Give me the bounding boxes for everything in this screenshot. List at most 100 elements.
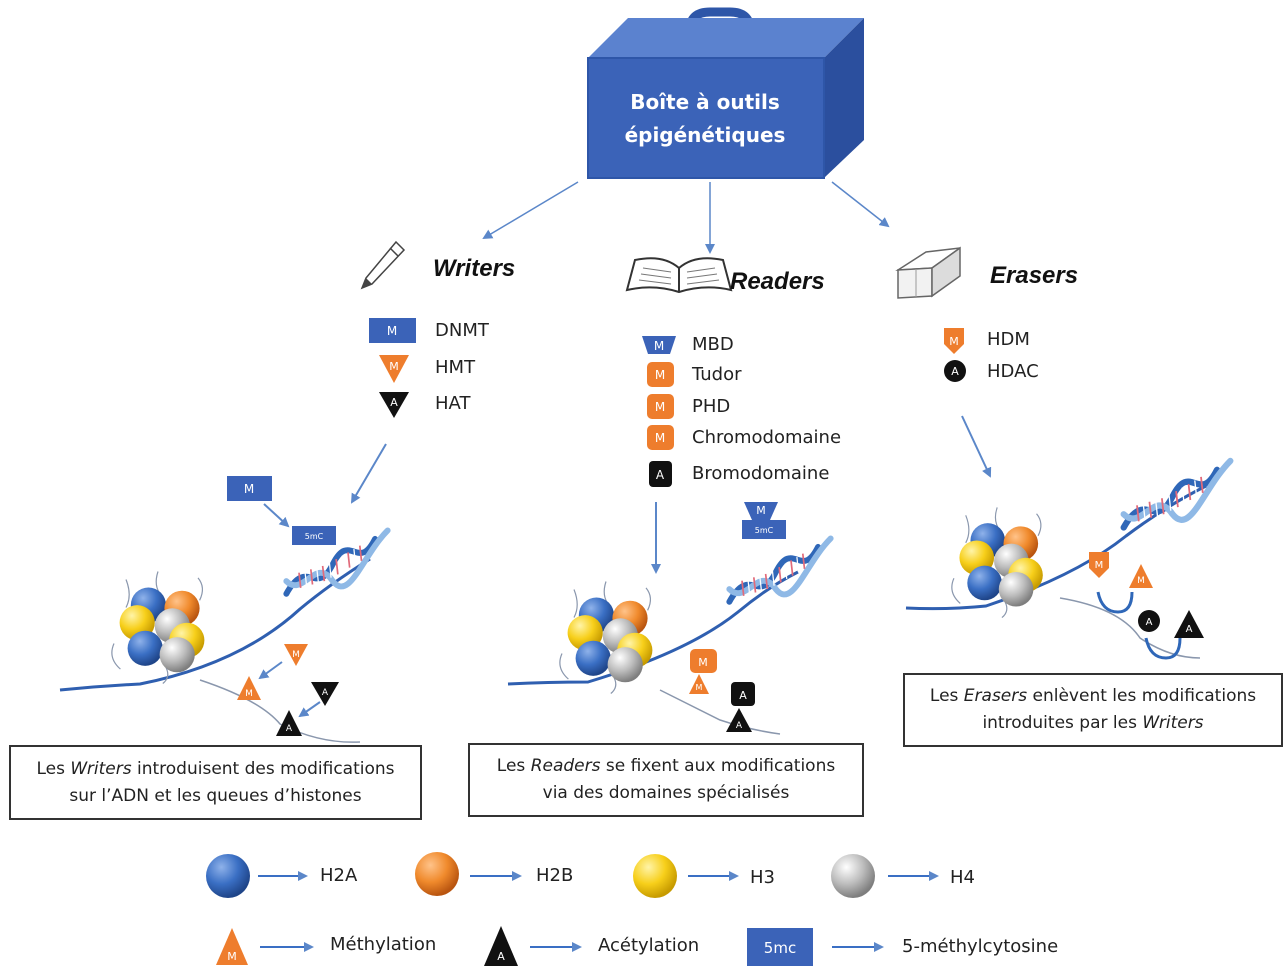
writers-scene: M 5mC M M A A (59, 443, 388, 743)
writers-scene-m-up: M (245, 689, 253, 699)
readers-caption-em: Readers (530, 756, 601, 776)
toolbox-title: Boîte à outils épigénétiques (598, 86, 812, 152)
erasers-hdac-icon (944, 360, 966, 382)
toolbox-icon (587, 7, 864, 179)
readers-chromodomaine-label: Chromodomaine (692, 427, 842, 448)
legend-h2b-label: H2B (536, 865, 574, 886)
readers-scene-m-tri: M (696, 683, 703, 692)
erasers-list-icons: M A (944, 328, 966, 382)
readers-scene-m-label: M (756, 504, 766, 517)
erasers-scene-m-tri: M (1137, 576, 1145, 586)
writers-caption-pre: Les (36, 758, 71, 779)
legend-acetylation-swatch (484, 926, 518, 966)
readers-scene-m-box: M (698, 656, 708, 669)
legend-5mc-symbol: 5mc (764, 939, 796, 957)
erasers-hdm-label: HDM (987, 329, 1030, 350)
erasers-caption-line2-pre: introduites par les (982, 713, 1143, 733)
book-icon (625, 257, 733, 294)
writers-caption-em: Writers (70, 758, 132, 779)
writers-caption: Les Writers introduisent des modificatio… (9, 745, 422, 820)
legend-5mc-swatch (747, 928, 813, 966)
legend-marks: M A 5mc (216, 926, 884, 966)
readers-heading: Readers (730, 268, 825, 295)
erasers-hdac-icon-text: A (951, 365, 959, 378)
writers-hat-icon-text: A (390, 396, 398, 409)
legend-h3-swatch (633, 854, 677, 898)
writers-hmt-icon-text: M (389, 360, 399, 373)
eraser-icon (895, 246, 961, 299)
readers-scene-5mc-label: 5mC (755, 526, 774, 535)
legend-h4-swatch (831, 854, 875, 898)
readers-phd-icon (647, 394, 674, 419)
readers-phd-label: PHD (692, 396, 731, 417)
readers-mbd-label: MBD (692, 334, 734, 355)
readers-caption: Les Readers se fixent aux modifications … (468, 743, 864, 817)
legend-h2a-swatch (206, 854, 250, 898)
legend-acetylation-label: Acétylation (598, 935, 700, 956)
writers-dnmt-icon-text: M (387, 324, 397, 338)
writers-scene-m-label: M (244, 482, 254, 496)
readers-phd-icon-text: M (655, 400, 665, 414)
writers-hmt-label: HMT (435, 357, 476, 378)
writers-hmt-icon (379, 355, 409, 383)
erasers-caption-post: enlèvent les modifications (1027, 686, 1257, 706)
writers-caption-line2: sur l’ADN et les queues d’histones (69, 785, 362, 806)
readers-caption-line2: via des domaines spécialisés (542, 783, 790, 803)
readers-caption-pre: Les (496, 756, 531, 776)
readers-mbd-icon-text: M (654, 339, 664, 353)
erasers-heading: Erasers (990, 262, 1079, 289)
writers-scene-a-down: A (322, 688, 329, 698)
readers-list-icons: M M M M A (642, 336, 676, 487)
readers-chromodomaine-icon-text: M (655, 431, 665, 445)
writers-hat-icon (379, 392, 409, 418)
readers-caption-post: se fixent aux modifications (600, 756, 836, 776)
erasers-hdac-label: HDAC (987, 361, 1039, 382)
readers-mbd-icon (642, 336, 676, 354)
legend-h3-label: H3 (750, 867, 775, 888)
readers-tudor-icon (647, 362, 674, 387)
legend-methylation-swatch (216, 928, 248, 965)
erasers-scene-a-circle: A (1146, 617, 1153, 628)
writers-dnmt-icon (369, 318, 416, 343)
erasers-hdm-icon (944, 328, 964, 354)
legend-h4-label: H4 (950, 867, 975, 888)
writers-caption-post: introduisent des modifications (131, 758, 395, 779)
readers-bromodomaine-label: Bromodomaine (692, 463, 830, 484)
readers-scene: M 5mC M M A A (507, 502, 831, 735)
readers-bromodomaine-icon-text: A (656, 468, 665, 482)
readers-scene-a-box: A (739, 689, 747, 702)
writers-dnmt-label: DNMT (435, 320, 489, 341)
writers-scene-m-down: M (292, 650, 300, 660)
legend-h2b-swatch (415, 852, 459, 896)
writers-scene-5mc-label: 5mC (305, 532, 324, 541)
erasers-caption: Les Erasers enlèvent les modifications i… (903, 673, 1283, 747)
toolbox-title-line1: Boîte à outils (630, 90, 780, 114)
writers-hat-label: HAT (435, 393, 471, 414)
readers-tudor-label: Tudor (692, 364, 742, 385)
erasers-hdm-icon-text: M (949, 335, 959, 348)
readers-bromodomaine-icon (649, 461, 672, 487)
legend-methylation-label: Méthylation (330, 934, 437, 955)
erasers-scene-a-tri: A (1186, 624, 1193, 635)
arrow-to-erasers (831, 181, 890, 228)
legend-histones (206, 852, 939, 898)
legend-5mc-label: 5-méthylcytosine (902, 936, 1059, 957)
erasers-caption-line2-em: Writers (1142, 713, 1204, 733)
toolbox-title-line2: épigénétiques (624, 123, 786, 147)
writers-list-icons: M M A (369, 318, 416, 418)
writers-heading: Writers (433, 255, 516, 282)
readers-chromodomaine-icon (647, 425, 674, 450)
erasers-caption-pre: Les (929, 686, 964, 706)
erasers-scene-m-shape: M (1095, 560, 1104, 571)
legend-methylation-symbol: M (227, 950, 237, 963)
legend-h2a-label: H2A (320, 865, 358, 886)
arrow-to-writers (482, 181, 579, 240)
erasers-caption-em: Erasers (963, 686, 1028, 706)
writers-scene-a-up: A (286, 724, 293, 734)
pencil-icon (360, 240, 406, 290)
legend-acetylation-symbol: A (497, 950, 505, 963)
readers-tudor-icon-text: M (655, 368, 665, 382)
readers-scene-a-tri: A (736, 721, 743, 731)
erasers-scene: M M A A (905, 415, 1230, 660)
